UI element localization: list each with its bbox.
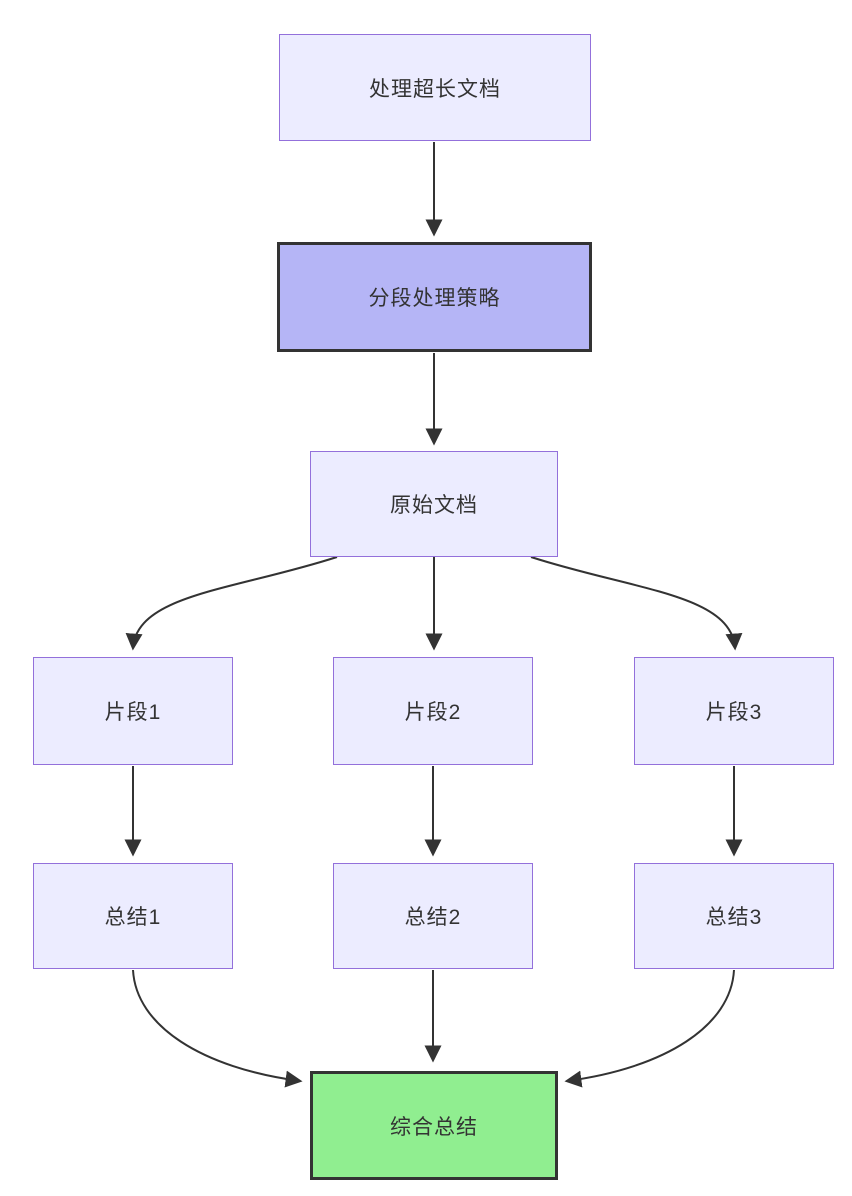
node-label: 综合总结 [390,1115,478,1139]
node-segment-3: 片段3 [634,657,834,765]
node-summary-2: 总结2 [333,863,533,969]
node-segmentation-strategy: 分段处理策略 [277,242,592,352]
node-segment-2: 片段2 [333,657,533,765]
node-label: 片段3 [705,701,763,724]
node-original-document: 原始文档 [310,451,558,557]
node-label: 处理超长文档 [369,77,501,101]
node-segment-1: 片段1 [33,657,233,765]
node-summary-3: 总结3 [634,863,834,969]
edge-E1-F [132,969,303,1088]
node-label: 片段1 [104,701,162,724]
node-label: 总结3 [705,906,763,929]
edge-C-D3 [530,556,743,651]
node-process-long-doc: 处理超长文档 [279,34,591,141]
node-label: 分段处理策略 [368,287,501,310]
edge-E3-F [564,969,735,1088]
node-summary-1: 总结1 [33,863,233,969]
node-label: 原始文档 [390,494,478,517]
node-label: 总结1 [104,906,162,929]
node-label: 片段2 [404,701,462,724]
node-label: 总结2 [404,906,462,929]
edge-C-D1 [125,556,338,651]
node-combined-summary: 综合总结 [310,1071,558,1180]
